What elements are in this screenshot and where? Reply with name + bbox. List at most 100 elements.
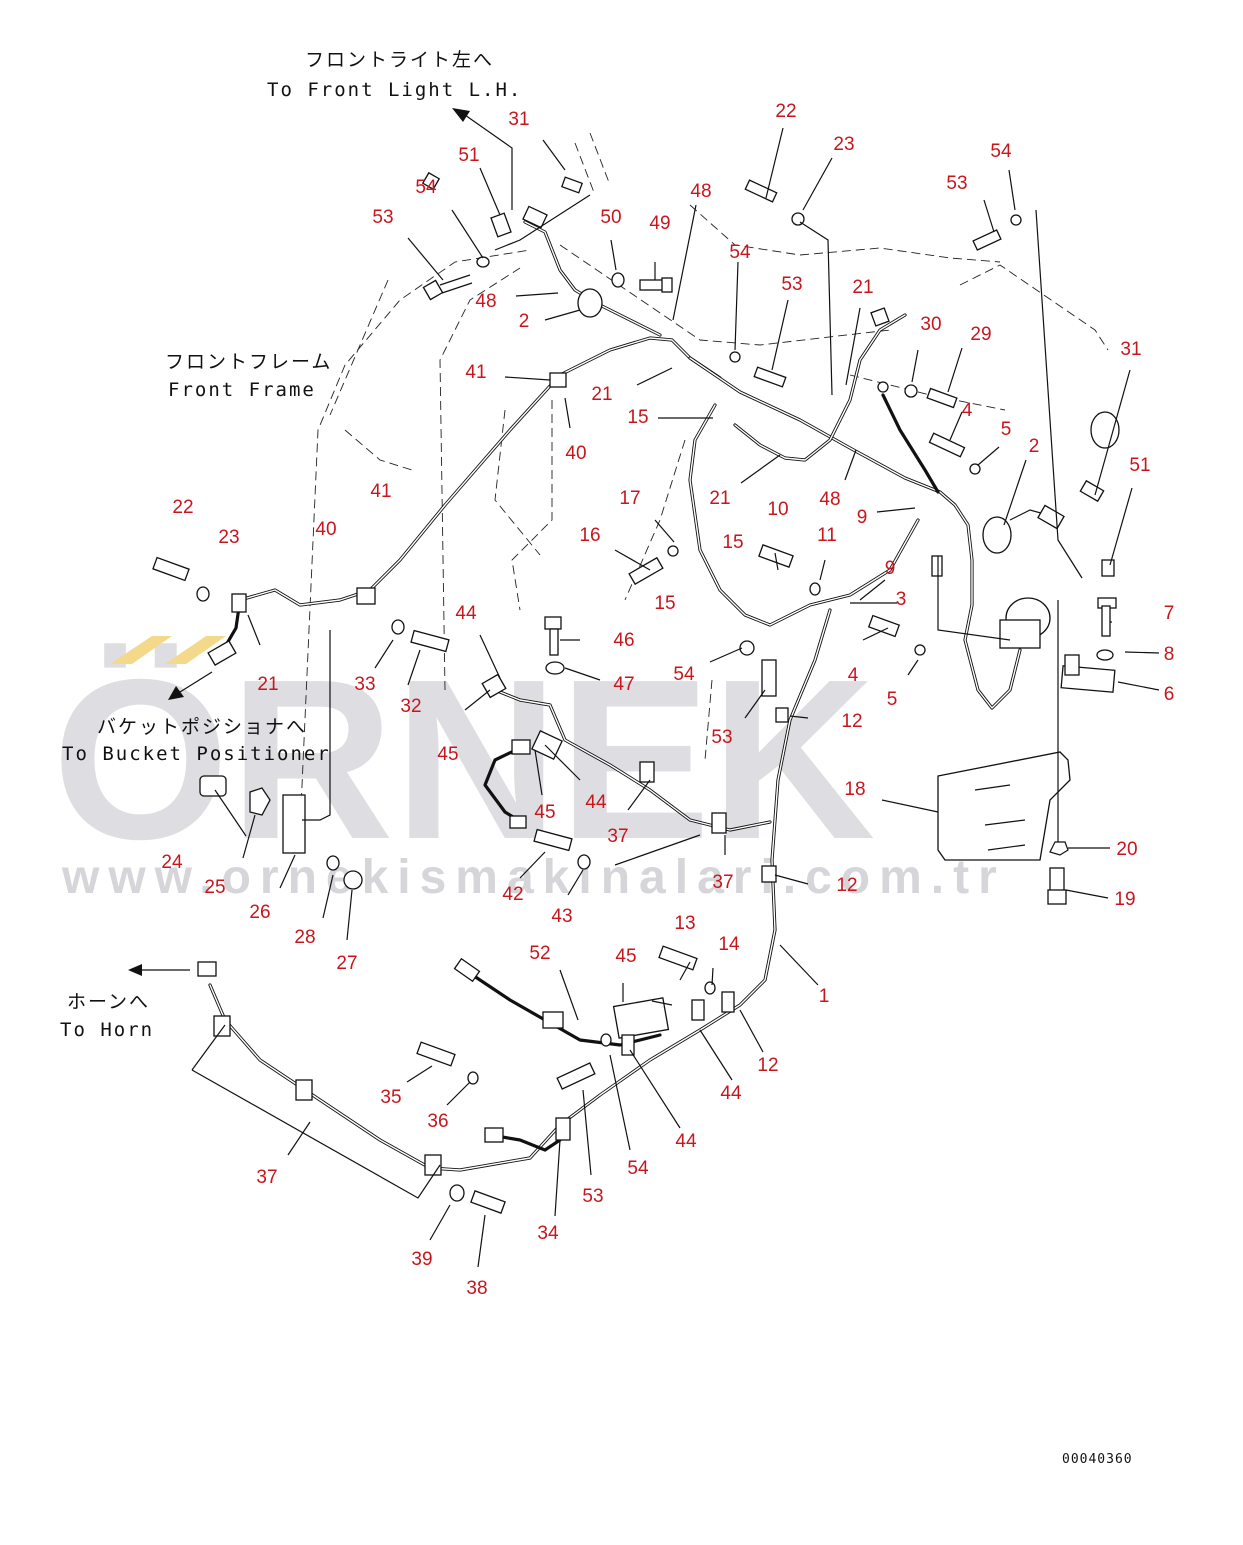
callout-40: 40: [315, 519, 336, 540]
watermark: ÖRNEK www.ornekismakinalari.com.tr: [52, 633, 1006, 904]
callout-8: 8: [1164, 644, 1175, 665]
callout-37: 37: [256, 1167, 277, 1188]
callout-28: 28: [294, 927, 315, 948]
callout-6: 6: [1164, 684, 1175, 705]
callout-22: 22: [775, 101, 796, 122]
direction-arrows: [128, 108, 513, 976]
callout-17: 17: [619, 488, 640, 509]
callout-53: 53: [582, 1186, 603, 1207]
callout-23: 23: [218, 527, 239, 548]
callout-49: 49: [649, 213, 670, 234]
callout-21: 21: [709, 488, 730, 509]
callout-18: 18: [844, 779, 865, 800]
callout-53: 53: [946, 173, 967, 194]
callout-44: 44: [455, 603, 477, 624]
callout-54: 54: [729, 242, 751, 263]
callout-54: 54: [627, 1158, 649, 1179]
callout-9: 9: [857, 507, 868, 528]
callout-26: 26: [249, 902, 270, 923]
arrow-front-light-icon: [452, 108, 470, 122]
callout-51: 51: [1129, 455, 1150, 476]
callout-15: 15: [627, 407, 648, 428]
callout-12: 12: [836, 875, 857, 896]
callout-9: 9: [885, 558, 896, 579]
parts: [152, 171, 1120, 1214]
caption-front-light-jp: フロントライト左へ: [305, 49, 494, 71]
callout-21: 21: [591, 384, 612, 405]
caption-front-frame-jp: フロントフレーム: [165, 351, 332, 373]
callout-54: 54: [990, 141, 1012, 162]
callout-48: 48: [690, 181, 711, 202]
callout-30: 30: [920, 314, 941, 335]
callout-20: 20: [1116, 839, 1137, 860]
callout-53: 53: [372, 207, 393, 228]
callout-48: 48: [475, 291, 496, 312]
callout-38: 38: [466, 1278, 487, 1299]
callout-10: 10: [767, 499, 788, 520]
arrow-horn-icon: [128, 964, 142, 976]
callout-53: 53: [781, 274, 802, 295]
caption-horn-jp: ホーンへ: [67, 991, 150, 1013]
caption-horn-en: To Horn: [60, 1019, 154, 1041]
callout-37: 37: [607, 826, 628, 847]
callout-33: 33: [354, 674, 375, 695]
callout-41: 41: [370, 481, 391, 502]
callout-50: 50: [600, 207, 621, 228]
drawing-code: 00040360: [1062, 1452, 1133, 1467]
arrow-bucket-positioner-icon: [168, 686, 184, 700]
callout-52: 52: [529, 943, 550, 964]
callout-1: 1: [819, 986, 830, 1007]
callout-7: 7: [1164, 603, 1175, 624]
callout-5: 5: [887, 689, 898, 710]
callout-11: 11: [817, 525, 837, 546]
callout-44: 44: [675, 1131, 697, 1152]
leader-lines: [191, 127, 1160, 1268]
callout-13: 13: [674, 913, 695, 934]
callout-12: 12: [841, 711, 862, 732]
callout-15: 15: [722, 532, 743, 553]
harness-runs: [208, 220, 1049, 1172]
callout-45: 45: [615, 946, 636, 967]
captions: フロントライト左へ To Front Light L.H. フロントフレーム F…: [60, 49, 1133, 1467]
callout-40: 40: [565, 443, 586, 464]
callout-22: 22: [172, 497, 193, 518]
callout-36: 36: [427, 1111, 448, 1132]
callout-34: 34: [537, 1223, 559, 1244]
callout-27: 27: [336, 953, 357, 974]
callout-21: 21: [257, 674, 278, 695]
callout-4: 4: [962, 400, 973, 421]
callout-23: 23: [833, 134, 854, 155]
callout-53: 53: [711, 727, 732, 748]
callout-31: 31: [1120, 339, 1141, 360]
callout-14: 14: [718, 934, 740, 955]
callout-37: 37: [712, 872, 733, 893]
callout-21: 21: [852, 277, 873, 298]
caption-front-frame-en: Front Frame: [168, 379, 316, 401]
callout-54: 54: [673, 664, 695, 685]
callout-44: 44: [720, 1083, 742, 1104]
callout-2: 2: [519, 311, 530, 332]
watermark-umlaut-left: [110, 636, 172, 664]
callout-35: 35: [380, 1087, 401, 1108]
caption-bucket-jp: バケットポジショナへ: [97, 716, 307, 738]
callout-47: 47: [613, 674, 634, 695]
callout-25: 25: [204, 877, 225, 898]
callout-46: 46: [613, 630, 634, 651]
callout-5: 5: [1001, 419, 1012, 440]
callout-16: 16: [579, 525, 600, 546]
callout-3: 3: [896, 589, 907, 610]
callout-32: 32: [400, 696, 421, 717]
callout-44: 44: [585, 792, 607, 813]
callout-42: 42: [502, 884, 523, 905]
caption-bucket-en: To Bucket Positioner: [62, 743, 331, 765]
callout-12: 12: [757, 1055, 778, 1076]
callout-15: 15: [654, 593, 675, 614]
callout-29: 29: [970, 324, 991, 345]
watermark-umlaut-right: [165, 636, 226, 664]
watermark-url: www.ornekismakinalari.com.tr: [61, 851, 1006, 904]
callout-2: 2: [1029, 436, 1040, 457]
callout-43: 43: [551, 906, 572, 927]
callout-24: 24: [161, 852, 183, 873]
callout-45: 45: [534, 802, 555, 823]
